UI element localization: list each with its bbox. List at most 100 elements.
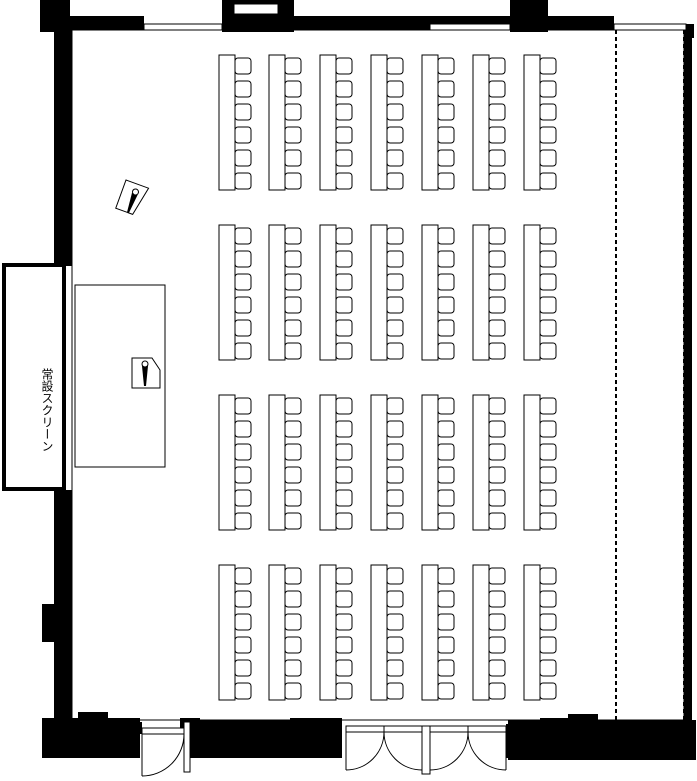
chair [386,296,404,314]
chair [335,466,353,484]
chair [437,342,455,360]
chair [488,659,506,677]
chair [488,103,506,121]
chair [284,420,302,438]
chair [234,103,252,121]
chair [437,149,455,167]
wall-segment [42,604,60,642]
table-column [319,394,353,531]
door-swing [429,731,469,771]
table-column [218,564,252,701]
table [370,224,388,361]
table [268,54,286,191]
chair [234,512,252,530]
microphone-icon [127,192,138,213]
wall-segment [78,712,108,722]
table [421,394,439,531]
chair [386,659,404,677]
door-frame [383,725,423,733]
table-column [370,394,404,531]
chair [386,489,404,507]
chair [488,149,506,167]
table-column [319,54,353,191]
chair [539,466,557,484]
chair [539,103,557,121]
door-center-b [383,725,423,771]
chair [234,149,252,167]
table [218,54,236,191]
table [218,394,236,531]
chair [335,567,353,585]
chair [488,489,506,507]
table [218,224,236,361]
table-column [523,564,557,701]
chair [284,172,302,190]
table-column [218,224,252,361]
chair [488,466,506,484]
chair [437,489,455,507]
chair [284,149,302,167]
chair [284,57,302,75]
chair [386,397,404,415]
table-column [421,54,455,191]
door-swing [467,731,507,771]
chair [335,397,353,415]
chair [437,172,455,190]
chair [284,250,302,268]
door-frame [141,727,185,735]
chair [335,682,353,700]
wall-segment [568,714,598,724]
chair [234,682,252,700]
door-jamb [183,721,191,773]
chair [437,420,455,438]
chair [386,319,404,337]
wall-segment [288,16,430,30]
chair [234,57,252,75]
chair [284,397,302,415]
chair [488,342,506,360]
chair [437,659,455,677]
chair [488,397,506,415]
table-column [370,54,404,191]
door-frame [467,725,507,733]
chair [539,57,557,75]
screen-label: 常設スクリーン [40,368,54,452]
chair [488,443,506,461]
chair [437,567,455,585]
chair [488,227,506,245]
chair [437,512,455,530]
chair [437,103,455,121]
chair [437,466,455,484]
chair [386,682,404,700]
table-column [370,224,404,361]
chair [234,126,252,144]
table-column [421,564,455,701]
chair [488,126,506,144]
chair [488,296,506,314]
chair [335,512,353,530]
door-jamb [421,725,431,775]
table [523,394,541,531]
table-column [523,54,557,191]
chair [539,567,557,585]
chair [539,682,557,700]
table [268,564,286,701]
wall-segment [684,28,692,720]
chair [386,590,404,608]
table [370,394,388,531]
door-frame [429,725,469,733]
chair [488,319,506,337]
chair [437,80,455,98]
table-column [319,224,353,361]
table-column [472,224,506,361]
chair [335,126,353,144]
chair [488,273,506,291]
chair [284,443,302,461]
chair [539,590,557,608]
chair [335,149,353,167]
table [472,564,490,701]
table-column [268,224,302,361]
chair [335,613,353,631]
chair [284,103,302,121]
